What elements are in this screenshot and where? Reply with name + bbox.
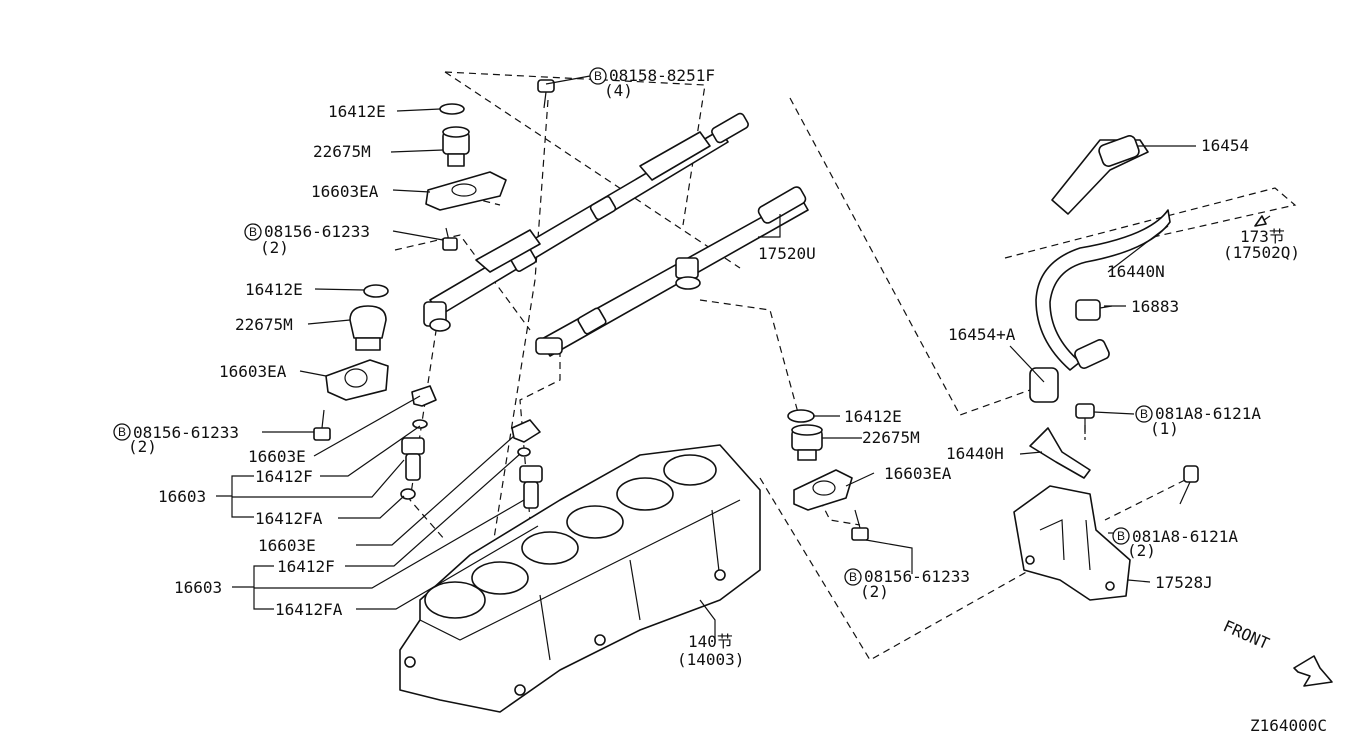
label-22675M-c: 22675M [862, 428, 920, 447]
label-bolt-081A8-b: 081A8-6121A [1132, 527, 1238, 546]
arrow-icon [1254, 215, 1267, 227]
label-bolt-08156-b: 08156-61233 [133, 423, 239, 442]
label-16603E-a: 16603E [248, 447, 306, 466]
label-16454A: 16454+A [948, 325, 1016, 344]
regulator-22675M-c [791, 424, 823, 461]
label-bolt-08156-c: 08156-61233 [864, 567, 970, 586]
svg-text:B: B [249, 225, 257, 239]
label-section-17502Q: (17502Q) [1223, 243, 1300, 262]
svg-text:B: B [1140, 407, 1148, 421]
b-mark-icon: B [1112, 527, 1130, 545]
label-22675M-b: 22675M [235, 315, 293, 334]
label-qty-4: (4) [604, 81, 633, 100]
svg-text:B: B [118, 425, 126, 439]
front-arrow-icon [1293, 655, 1333, 687]
label-16412E-a: 16412E [328, 102, 386, 121]
fuel-rail-lower [535, 186, 809, 357]
injector-set-a [400, 385, 437, 500]
label-front: FRONT [1220, 616, 1272, 653]
hose-16454 [1051, 135, 1149, 215]
label-17520U: 17520U [758, 244, 816, 263]
label-bolt-081A8-a: 081A8-6121A [1155, 404, 1261, 423]
b-mark-icon: B [1135, 405, 1153, 423]
fuel-hose-16440N [1035, 209, 1171, 371]
svg-text:B: B [849, 570, 857, 584]
label-16603EA-a: 16603EA [311, 182, 379, 201]
bolt-08156-c [851, 509, 869, 541]
seal-16412F-b [517, 447, 531, 457]
b-mark-icon: B [589, 67, 607, 85]
intake-manifold [399, 444, 761, 713]
bolt-081A8-b [1179, 465, 1199, 505]
label-16412E-c: 16412E [844, 407, 902, 426]
label-qty-2-a: (2) [260, 238, 289, 257]
manifold-ports [424, 454, 717, 619]
gasket-16603EA-a [425, 171, 507, 211]
label-16454: 16454 [1201, 136, 1249, 155]
o-ring-16412E-b [363, 284, 389, 298]
label-16412FA-b: 16412FA [275, 600, 343, 619]
svg-text:B: B [1117, 529, 1125, 543]
label-16603E-b: 16603E [258, 536, 316, 555]
injector-clip-16603E-a [411, 385, 437, 407]
label-section-14003: (14003) [677, 650, 744, 669]
label-16412FA-a: 16412FA [255, 509, 323, 528]
b-mark-icon: B [844, 568, 862, 586]
label-16883: 16883 [1131, 297, 1179, 316]
gasket-16603EA-c [793, 469, 853, 511]
svg-text:B: B [594, 69, 602, 83]
regulator-22675M-b [349, 305, 387, 351]
bolt-08156-b [313, 409, 331, 441]
o-ring-16412E-a [439, 103, 465, 115]
label-bolt-08156-a: 08156-61233 [264, 222, 370, 241]
label-qty-2-c: (2) [860, 582, 889, 601]
bracket-17528J [1013, 485, 1131, 601]
label-qty-1: (1) [1150, 419, 1179, 438]
o-ring-16412E-c [787, 409, 815, 423]
b-mark-icon: B [113, 423, 131, 441]
injector-clip-16603E-b [511, 419, 541, 443]
injector-16603-b [519, 465, 543, 509]
label-qty-2-d: (2) [1127, 541, 1156, 560]
seal-16412FA-a [400, 488, 416, 500]
regulator-22675M-a [442, 126, 470, 167]
label-qty-2-b: (2) [128, 437, 157, 456]
label-16412F-a: 16412F [255, 467, 313, 486]
gasket-16603EA-b [325, 359, 389, 401]
label-16603-a: 16603 [158, 487, 206, 506]
label-17528J: 17528J [1155, 573, 1213, 592]
label-16603EA-c: 16603EA [884, 464, 952, 483]
bracket-16440H [1029, 427, 1091, 479]
injector-16603-a [401, 437, 425, 481]
fuel-rail-upper [423, 112, 749, 332]
label-section-140: 140节 [688, 632, 733, 651]
rail-bolt-08158 [537, 79, 555, 109]
right-part-stack [787, 409, 869, 541]
left-upper-part-stack [425, 103, 507, 251]
label-22675M-a: 22675M [313, 142, 371, 161]
bolt-08156-a [442, 227, 458, 251]
label-16603EA-b: 16603EA [219, 362, 287, 381]
label-16412F-b: 16412F [277, 557, 335, 576]
seal-16412F-a [412, 419, 428, 429]
diagram-code: Z164000C [1250, 716, 1327, 735]
part-labels: 16412E 22675M 16603EA B 08156-61233 (2) … [113, 66, 1327, 735]
damper-16454A [1029, 339, 1110, 403]
b-mark-icon: B [244, 223, 262, 241]
label-bolt-08158: 08158-8251F [609, 66, 715, 85]
label-16412E-b: 16412E [245, 280, 303, 299]
label-16603-b: 16603 [174, 578, 222, 597]
label-16440N: 16440N [1107, 262, 1165, 281]
leader-lines [216, 75, 1271, 640]
label-16440H: 16440H [946, 444, 1004, 463]
label-section-173: 173节 [1240, 227, 1285, 246]
left-lower-part-stack [313, 284, 389, 441]
bolt-081A8-a [1075, 403, 1095, 434]
clip-16883 [1075, 299, 1113, 321]
